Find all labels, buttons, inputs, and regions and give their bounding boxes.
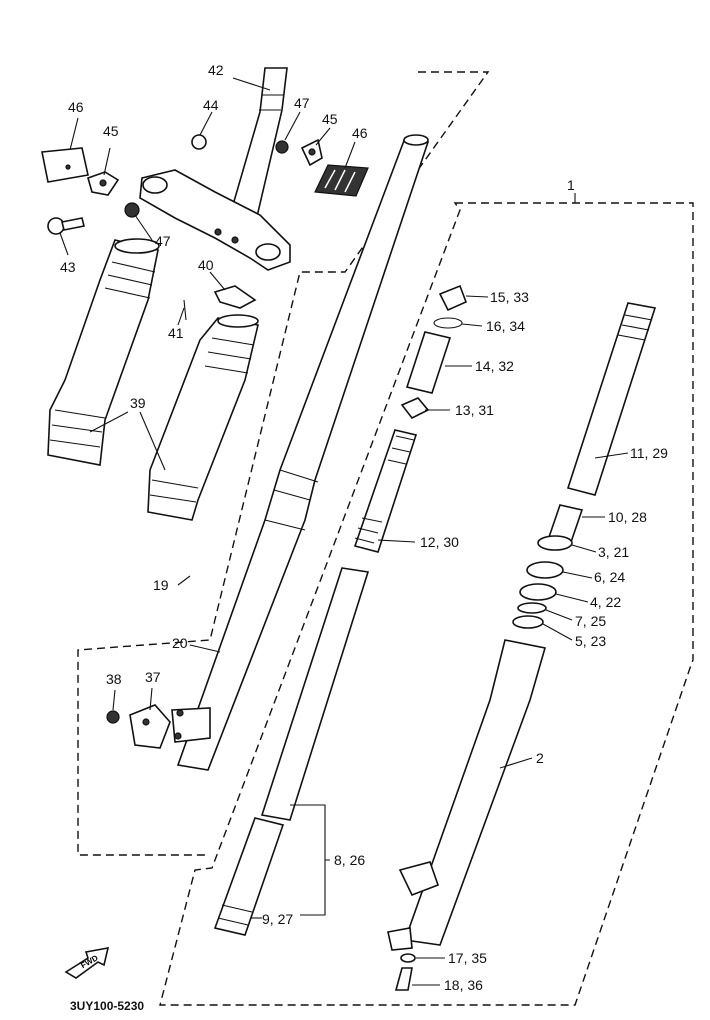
callout-5-23: 5, 23 [575,633,606,649]
callout-8-26: 8, 26 [334,852,365,868]
damper-rod-9 [213,817,285,936]
callout-10-28: 10, 28 [608,509,647,525]
spring-12 [353,429,418,553]
callout-2: 2 [536,750,544,766]
nut-47-top [275,140,289,154]
callout-44: 44 [203,97,219,113]
fork-boot-left [47,238,160,466]
callout-45-right: 45 [322,111,338,127]
bracket-45-right [300,138,323,167]
drawing-code: 3UY100-5230 [70,999,144,1013]
o-ring-16 [433,317,463,329]
screw-41 [183,299,187,321]
callout-47-left: 47 [155,233,171,249]
callout-6-24: 6, 24 [594,569,625,585]
callout-1: 1 [567,177,575,193]
callout-47-top: 47 [294,95,310,111]
bolt-43 [47,217,85,235]
forward-direction-marker: FWD [64,946,110,979]
reflector-right [314,164,369,197]
fork-boot-right [147,314,259,521]
washer-7 [517,602,547,614]
bolt-18 [394,967,413,991]
seat-13 [400,397,430,420]
callout-3-21: 3, 21 [598,544,629,560]
callout-20: 20 [172,635,188,651]
callout-16-34: 16, 34 [486,318,525,334]
callout-38: 38 [106,671,122,687]
callout-4-22: 4, 22 [590,594,621,610]
under-bracket [139,169,291,271]
callout-46-left: 46 [68,99,84,115]
outer-tube-20 [176,134,430,771]
callout-46-right: 46 [352,125,368,141]
callout-11-29: 11, 29 [630,445,668,461]
inner-tube-11 [566,302,657,496]
callout-17-35: 17, 35 [448,950,487,966]
callout-42: 42 [208,62,224,78]
washer-17 [400,953,416,963]
callout-40: 40 [198,257,214,273]
spacer-14 [405,331,452,394]
stopper-ring-6 [526,561,564,579]
callout-14-32: 14, 32 [475,358,514,374]
callout-9-27: 9, 27 [262,911,293,927]
callout-19: 19 [153,577,169,593]
assembly-1-outline [159,202,694,1006]
callout-41: 41 [168,325,184,341]
oil-seal-4 [519,583,557,601]
nut-38 [106,710,120,724]
callout-39: 39 [130,395,146,411]
slide-metal-5 [512,615,544,629]
outer-tube-2 [387,639,547,951]
clamp-40 [213,285,257,309]
callout-15-33: 15, 33 [490,289,529,305]
washer-44 [191,134,207,150]
callout-12-30: 12, 30 [420,534,459,550]
cap-bolt-15 [438,284,468,312]
callout-7-25: 7, 25 [575,613,606,629]
bracket-45-left [87,171,120,196]
callout-13-31: 13, 31 [455,402,494,418]
callout-43: 43 [60,259,76,275]
callout-45-left: 45 [103,123,119,139]
callout-37: 37 [145,669,161,685]
axle-bracket-37 [129,704,211,749]
leader-lines [59,77,629,986]
nut-47-left [124,202,140,218]
assembly-19-outline [77,71,490,856]
reflector-left [41,147,89,183]
damper-rod-8 [260,567,370,821]
callout-18-36: 18, 36 [444,977,483,993]
dust-seal-3 [537,535,573,551]
